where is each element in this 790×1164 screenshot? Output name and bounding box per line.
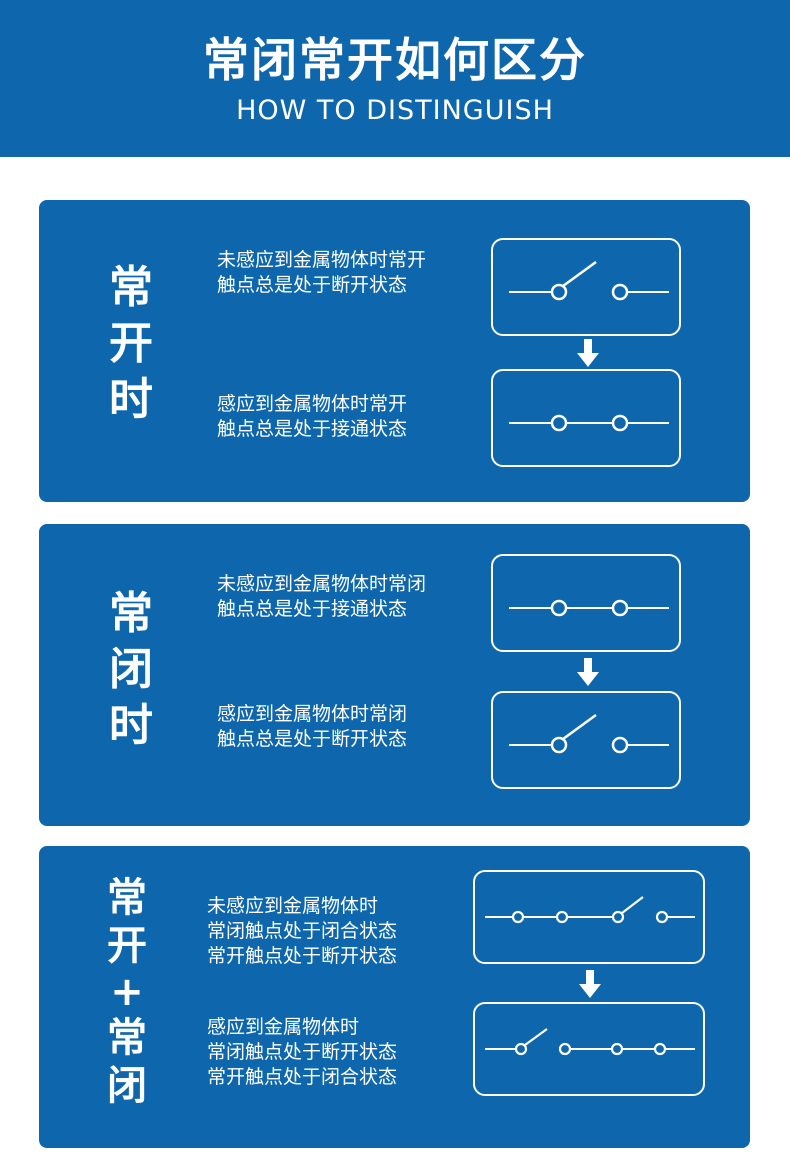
description-line: 未感应到金属物体时常闭 [217, 573, 427, 595]
description-line: 常开触点处于闭合状态 [207, 1066, 398, 1088]
page-title: 常闭常开如何区分 [203, 33, 587, 87]
open-switch-icon [491, 691, 681, 789]
label-char: 开 [109, 318, 153, 369]
open-then-closed-switch-icon [473, 1002, 705, 1096]
label-char: 闭 [109, 644, 153, 695]
description-line: 常闭触点处于断开状态 [207, 1041, 398, 1063]
label-char: 时 [109, 374, 153, 425]
label-char: 常 [107, 875, 147, 921]
label-char: 常 [109, 262, 153, 313]
normally-open-label: 常 开 时 [93, 260, 169, 428]
open-plus-closed-card: 常 开 + 常 闭 未感应到金属物体时 常闭触点处于闭合状态 常开触点处于断开状… [39, 846, 750, 1148]
down-arrow-icon [577, 658, 599, 686]
closed-then-open-switch-icon [473, 870, 705, 964]
label-char: 闭 [107, 1063, 147, 1109]
description-line: 感应到金属物体时 [207, 1016, 360, 1038]
description-line: 触点总是处于接通状态 [217, 418, 408, 440]
normally-open-card: 常 开 时 未感应到金属物体时常开 触点总是处于断开状态 感应到金属物体时常开 … [39, 200, 750, 502]
description-line: 触点总是处于接通状态 [217, 598, 408, 620]
before-description: 未感应到金属物体时 常闭触点处于闭合状态 常开触点处于断开状态 [207, 894, 397, 969]
description-line: 未感应到金属物体时常开 [217, 249, 427, 271]
description-line: 感应到金属物体时常开 [217, 393, 408, 415]
header-banner: 常闭常开如何区分 HOW TO DISTINGUISH [0, 0, 790, 157]
before-description: 未感应到金属物体时常闭 触点总是处于接通状态 [217, 572, 426, 622]
normally-closed-label: 常 闭 时 [93, 586, 169, 754]
description-line: 常闭触点处于闭合状态 [207, 920, 398, 942]
description-line: 常开触点处于断开状态 [207, 945, 398, 967]
down-arrow-icon [579, 970, 601, 998]
label-char: 开 [107, 923, 147, 969]
open-switch-icon [491, 238, 681, 336]
down-arrow-icon [577, 339, 599, 367]
closed-switch-icon [491, 554, 681, 652]
after-description: 感应到金属物体时常闭 触点总是处于断开状态 [217, 702, 407, 752]
closed-switch-icon [491, 369, 681, 467]
normally-closed-card: 常 闭 时 未感应到金属物体时常闭 触点总是处于接通状态 感应到金属物体时常闭 … [39, 524, 750, 826]
description-line: 触点总是处于断开状态 [217, 728, 408, 750]
description-line: 感应到金属物体时常闭 [217, 703, 408, 725]
after-description: 感应到金属物体时 常闭触点处于断开状态 常开触点处于闭合状态 [207, 1015, 397, 1090]
after-description: 感应到金属物体时常开 触点总是处于接通状态 [217, 392, 407, 442]
plus-sign: + [110, 969, 144, 1015]
page-subtitle: HOW TO DISTINGUISH [236, 95, 554, 126]
label-char: 时 [109, 700, 153, 751]
open-plus-closed-label: 常 开 + 常 闭 [89, 874, 165, 1110]
label-char: 常 [107, 1015, 147, 1061]
before-description: 未感应到金属物体时常开 触点总是处于断开状态 [217, 248, 426, 298]
description-line: 触点总是处于断开状态 [217, 274, 408, 296]
label-char: 常 [109, 588, 153, 639]
description-line: 未感应到金属物体时 [207, 895, 379, 917]
